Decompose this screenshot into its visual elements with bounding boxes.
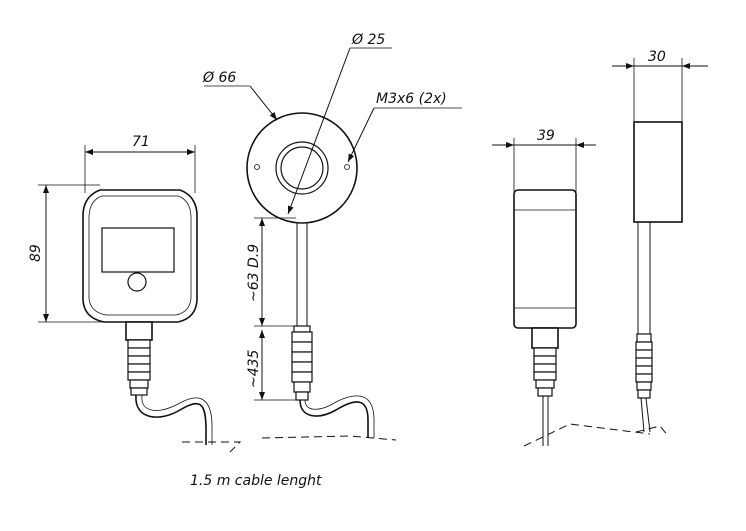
dimension-width-71: 71 (84, 134, 196, 193)
label-diameter-25: Ø 25 (351, 32, 385, 48)
sensor-ring-view: Ø 25 Ø 66 M3x6 (2x) ~63 D.9 ~435 (202, 32, 462, 441)
front-view-display-unit: 71 89 (28, 134, 242, 453)
label-diameter-66: Ø 66 (202, 70, 236, 86)
cable-length-caption: 1.5 m cable lenght (190, 473, 322, 489)
break-line-middle (261, 435, 397, 441)
sensor-side-view: 30 (612, 49, 708, 437)
display-button (127, 272, 147, 292)
sensor-head-side (633, 121, 683, 223)
cable-gland (125, 321, 153, 341)
label-39: 39 (537, 128, 555, 144)
label-30: 30 (648, 49, 666, 65)
dimension-diameter-25: Ø 25 (287, 32, 392, 215)
mount-hole-right (344, 164, 350, 170)
dimension-height-89: 89 (28, 184, 104, 323)
ring-strain-relief (291, 325, 313, 401)
side-cable-gland (531, 327, 559, 349)
label-89: 89 (28, 244, 44, 262)
label-screw: M3x6 (2x) (376, 91, 447, 107)
side-view-display-unit: 39 (492, 128, 651, 447)
sensor-side-strain-relief (635, 333, 653, 399)
break-line-right (523, 423, 651, 447)
dimension-width-30: 30 (612, 49, 708, 124)
label-71: 71 (132, 134, 150, 150)
label-cable-stub: ~435 (246, 349, 262, 388)
mount-hole-left (254, 164, 260, 170)
screw-callout: M3x6 (2x) (347, 91, 462, 163)
side-housing (513, 189, 577, 329)
side-strain-relief (533, 347, 557, 397)
dimension-cable-stub: ~435 (246, 330, 296, 401)
break-line-left (182, 441, 242, 453)
strain-relief (127, 339, 151, 396)
housing-inner-edge (88, 195, 192, 316)
dimension-diameter-66: Ø 66 (202, 70, 278, 121)
cable (135, 394, 207, 445)
ring-cable (299, 399, 369, 438)
dimension-depth-39: 39 (492, 128, 596, 192)
dimension-rod: ~63 D.9 (246, 217, 296, 327)
display-screen (101, 227, 175, 273)
label-rod: ~63 D.9 (246, 244, 262, 302)
ring-bore-inner (280, 146, 324, 190)
